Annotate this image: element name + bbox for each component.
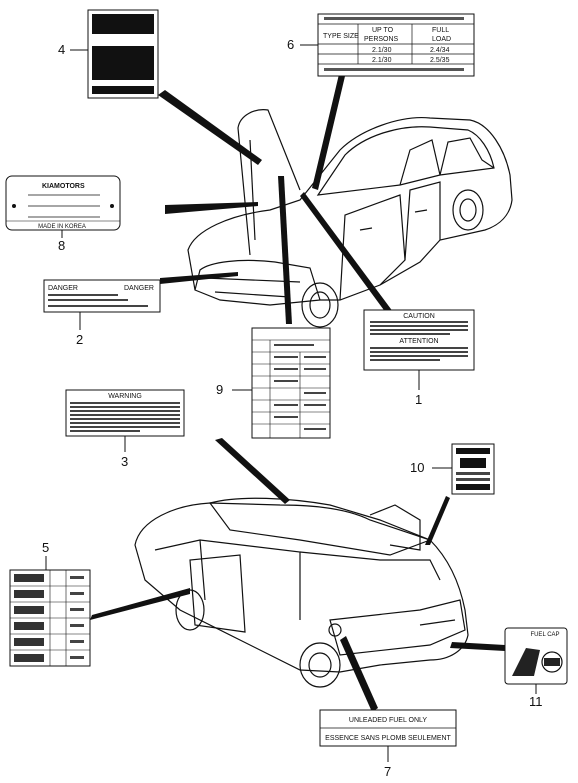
fuel-line2: ESSENCE SANS PLOMB SEULEMENT <box>325 735 451 742</box>
tire-col-size: TYPE SIZE <box>323 33 359 40</box>
callout-5: 5 <box>42 540 49 555</box>
label-9-spec-table <box>251 327 331 439</box>
danger-right: DANGER <box>124 285 154 292</box>
tire-col-full: FULL <box>432 27 449 34</box>
tire-r1-a: 2.1/30 <box>372 47 392 54</box>
label-4-caution-sticker <box>87 9 159 99</box>
lower-car-illustration <box>134 497 469 688</box>
danger-left: DANGER <box>48 285 78 292</box>
callout-3: 3 <box>121 454 128 469</box>
upper-car-illustration <box>187 109 513 328</box>
tire-col-load: LOAD <box>432 36 451 43</box>
tire-r1-b: 2.4/34 <box>430 47 450 54</box>
label-2-danger: DANGER DANGER <box>43 279 161 313</box>
callout-9: 9 <box>216 382 223 397</box>
callout-1: 1 <box>415 392 422 407</box>
plate-brand: KIAMOTORS <box>42 183 85 190</box>
label-11-fuel-cap: FUEL CAP <box>504 627 568 685</box>
callout-11: 11 <box>529 694 543 709</box>
callout-4: 4 <box>58 42 65 57</box>
label-7-unleaded-fuel: UNLEADED FUEL ONLY ESSENCE SANS PLOMB SE… <box>319 709 457 747</box>
warning-title: WARNING <box>108 393 142 400</box>
tire-col-persons: PERSONS <box>364 36 399 43</box>
fuel-line1: UNLEADED FUEL ONLY <box>349 717 428 724</box>
label-6-tire-pressure: TYPE SIZE UP TO PERSONS FULL LOAD 2.1/30… <box>317 13 475 77</box>
label-1-caution-attention: CAUTION ATTENTION <box>363 309 475 371</box>
label-5-fuse-chart <box>9 569 91 667</box>
callout-2: 2 <box>76 332 83 347</box>
caution-attention: ATTENTION <box>399 338 438 345</box>
tire-r2-b: 2.5/35 <box>430 57 450 64</box>
plate-origin: MADE IN KOREA <box>38 224 86 230</box>
label-3-warning: WARNING <box>65 389 185 437</box>
callout-8: 8 <box>58 238 65 253</box>
callout-6: 6 <box>287 37 294 52</box>
callout-10: 10 <box>410 460 424 475</box>
label-10-small-sticker <box>451 443 495 495</box>
callout-7: 7 <box>384 764 391 779</box>
label-8-kia-plate: KIAMOTORS MADE IN KOREA <box>5 175 121 231</box>
tire-r2-a: 2.1/30 <box>372 57 392 64</box>
tire-col-up-to: UP TO <box>372 27 394 34</box>
leader-lines <box>90 70 505 712</box>
caution-title: CAUTION <box>403 313 435 320</box>
fuel-cap-label: FUEL CAP <box>530 632 559 638</box>
